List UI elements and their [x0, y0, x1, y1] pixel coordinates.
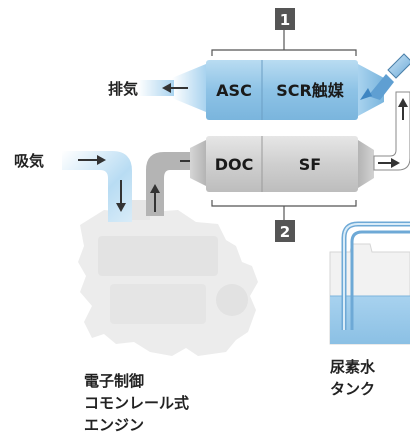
- asc-label: ASC: [216, 81, 252, 100]
- urea-caption-line2: タンク: [330, 380, 376, 398]
- doc-label: DOC: [215, 155, 254, 174]
- engine-caption-line3: エンジン: [84, 416, 145, 434]
- badge-upper: 1: [275, 8, 295, 30]
- svg-text:1: 1: [280, 11, 290, 29]
- scr-label: SCR触媒: [276, 81, 345, 100]
- engine-illustration: [78, 200, 258, 356]
- exhaust-out-arrow: [162, 83, 188, 93]
- group-bracket-lower: [211, 200, 357, 220]
- svg-text:2: 2: [280, 223, 290, 241]
- badge-lower: 2: [275, 220, 295, 242]
- engine-caption: 電子制御 コモンレール式 エンジン: [84, 370, 189, 436]
- urea-injector: [360, 53, 410, 100]
- engine-caption-line1: 電子制御: [84, 372, 145, 390]
- exhaust-label: 排気: [108, 80, 138, 98]
- intake-label: 吸気: [14, 152, 44, 170]
- sf-label: SF: [299, 155, 321, 174]
- group-bracket-upper: [211, 30, 357, 56]
- engine-caption-line2: コモンレール式: [84, 394, 190, 412]
- urea-caption-line1: 尿素水: [330, 358, 376, 376]
- urea-tank-caption: 尿素水 タンク: [330, 356, 375, 400]
- asc-scr-unit: ASC SCR触媒: [138, 60, 384, 120]
- urea-tank: [329, 221, 410, 345]
- doc-sf-unit: DOC SF: [190, 136, 374, 192]
- connecting-pipe: [373, 91, 410, 171]
- intake-pipe: [62, 151, 132, 222]
